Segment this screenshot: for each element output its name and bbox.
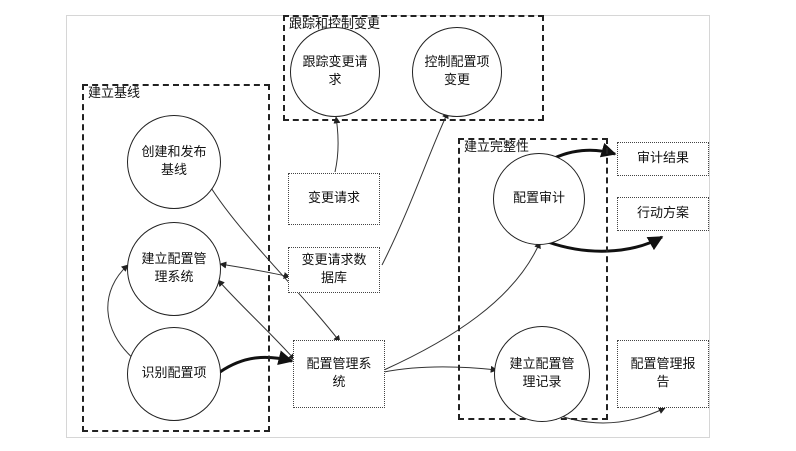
group-label-tracking: 跟踪和控制变更 xyxy=(287,17,383,33)
box-audit-results: 审计结果 xyxy=(617,142,709,176)
node-establish-cm-system: 建立配置管 理系统 xyxy=(127,222,221,316)
node-track-change-requests: 跟踪变更请 求 xyxy=(290,27,380,117)
node-identify-config-items: 识别配置项 xyxy=(127,327,221,421)
box-action-plan: 行动方案 xyxy=(617,197,709,231)
edge-change-request-to-track xyxy=(333,116,341,173)
node-control-config-changes: 控制配置项 变更 xyxy=(412,27,502,117)
box-cm-report: 配置管理报 告 xyxy=(617,340,709,408)
edge-identify-to-establish xyxy=(107,264,136,361)
box-change-request: 变更请求 xyxy=(288,173,380,225)
edge-cm-system-to-records xyxy=(383,365,498,373)
node-create-release-baseline: 创建和发布 基线 xyxy=(127,115,221,209)
edge-change-db-to-control xyxy=(381,111,449,266)
group-label-baseline: 建立基线 xyxy=(86,86,143,102)
edge-cm-system-to-audit xyxy=(383,241,541,371)
node-config-audit: 配置审计 xyxy=(493,153,585,245)
group-label-integrity: 建立完整性 xyxy=(462,140,532,156)
box-change-request-db: 变更请求数 据库 xyxy=(288,247,380,293)
node-establish-cm-records: 建立配置管 理记录 xyxy=(494,326,590,422)
edge-identify-to-cm-system-thick xyxy=(219,350,294,374)
box-cm-system: 配置管理系 统 xyxy=(293,340,385,408)
group-establish-integrity: 建立完整性 xyxy=(458,138,608,420)
edge-establish-cm-system-to-change-db xyxy=(219,261,291,279)
group-track-control-changes: 跟踪和控制变更 xyxy=(283,15,544,121)
group-establish-baseline: 建立基线 xyxy=(82,84,270,432)
